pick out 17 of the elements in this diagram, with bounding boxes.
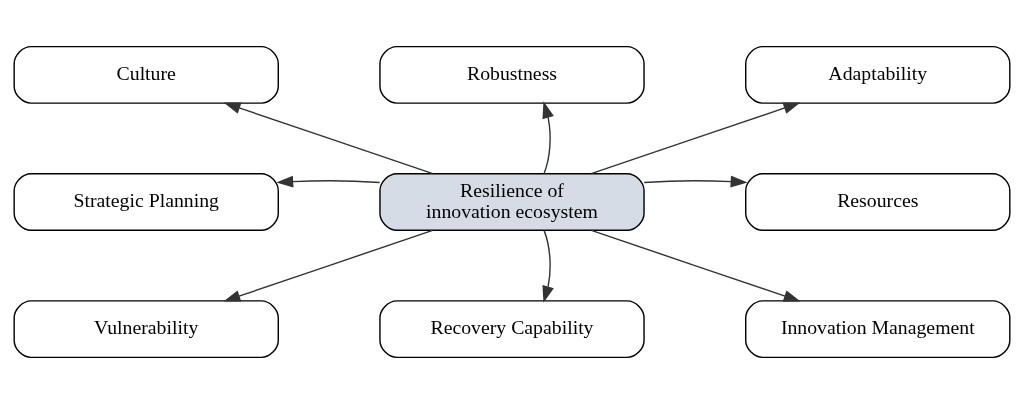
arrow [223, 229, 434, 302]
node-box: Resilience of innovation ecosystem [379, 172, 645, 231]
node-box: Vulnerability [13, 299, 279, 358]
node-box: Culture [13, 45, 279, 104]
arrow [590, 229, 801, 302]
arrow [542, 100, 554, 174]
node-box: Resources [745, 172, 1011, 231]
arrow [542, 229, 554, 303]
arrow [643, 175, 748, 188]
node-box: Recovery Capability [379, 299, 645, 358]
node-box: Strategic Planning [13, 172, 279, 231]
node-box: Robustness [379, 45, 645, 104]
arrow [223, 101, 434, 174]
arrow [276, 175, 381, 188]
node-box: Adaptability [745, 45, 1011, 104]
arrow [590, 101, 801, 174]
node-box: Innovation Management [745, 299, 1011, 358]
